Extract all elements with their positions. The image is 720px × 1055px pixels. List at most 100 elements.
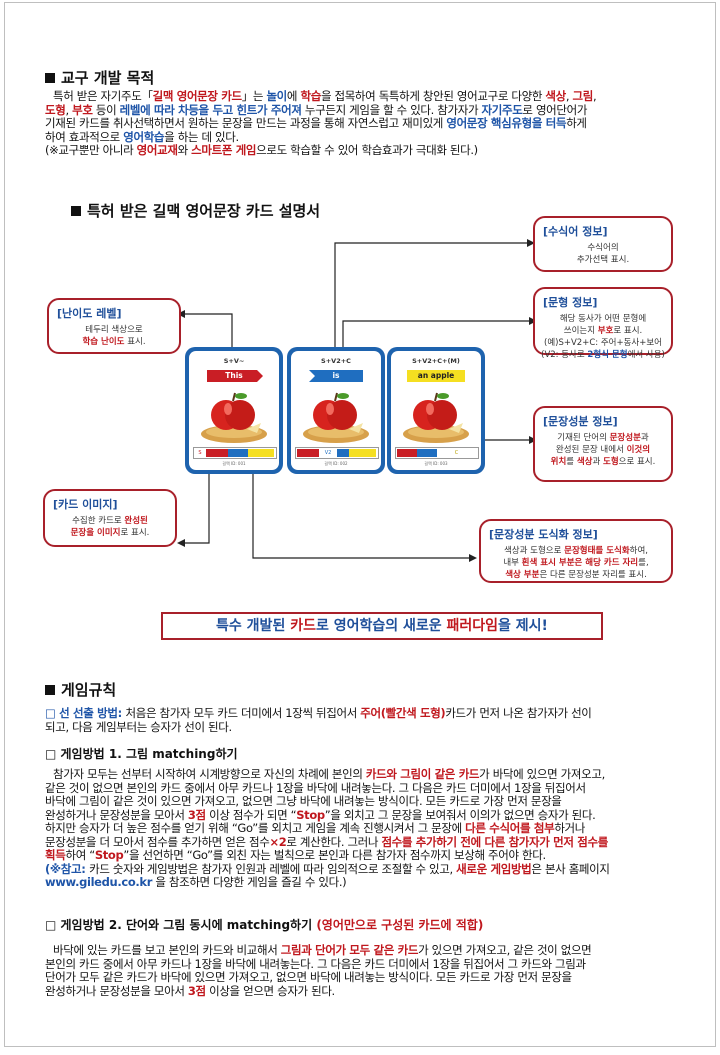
text-run: 3점	[187, 983, 206, 998]
text-run: 완성된 문장 내에서	[555, 445, 627, 455]
sentence-card-2: S+V2+C is V2 길맥 ID: 002	[287, 347, 385, 474]
card-component-diagram: V2	[295, 447, 379, 459]
text-run: 단어가 모두 같은 카드가 바닥에 있으면 가져오고, 없으면 바닥에 내려놓는…	[45, 970, 572, 984]
text-run: ,	[565, 89, 573, 103]
apple-icon	[303, 392, 369, 443]
text-line: (예)S+V2+C: 주어+동사+보어	[535, 337, 671, 349]
text-run: 을 하는 데 있다.	[164, 129, 239, 144]
text-run: Stop	[94, 848, 124, 862]
text-line: 색상과 도형으로 문장형태를 도식화하여,	[481, 545, 671, 557]
text-run: 에서 사용)	[627, 350, 665, 360]
text-run: 위치	[550, 457, 567, 467]
text-run: 가 있으면 가져오고, 같은 것이 없으면	[418, 943, 592, 957]
text-run: ”을 선언하면 “Go”를 외친 자는 벌칙으로 본인과 다른 참가자 점수까지…	[123, 848, 546, 862]
method1-title: □ 게임방법 1. 그림 matching하기	[45, 747, 238, 761]
section-title-purpose: 교구 개발 목적	[45, 67, 154, 88]
text-run: 은 다른 문장성분 자리를 표시.	[539, 570, 647, 580]
info-box-title: [문장성분 정보]	[543, 415, 618, 428]
text-run: (예)S+V2+C: 주어+동사+보어	[544, 338, 662, 348]
text-run: 로 계산한다. 그러나	[286, 834, 382, 849]
text-run: 영어문장 핵심유형을 터득	[446, 116, 567, 130]
apple-icon	[403, 392, 469, 443]
text-line: 완성하거나 문장성분을 모아서 3점 이상 점수가 되면 “Stop”을 외치고…	[45, 807, 693, 823]
text-run: 문장성분을 더 모아서 점수를 추가하면 얻은 점수	[45, 834, 270, 849]
text-run: (V2: 동사로	[541, 350, 588, 360]
text-run: 흰색 표시 부분은 해당 카드 자리	[521, 558, 639, 568]
text-run: 색상	[576, 457, 593, 467]
text-run: ×2	[269, 834, 287, 849]
card-word: This	[225, 371, 243, 380]
card-pattern-code: S+V2+C	[321, 357, 351, 365]
text-line: 위치를 색상과 도형으로 표시.	[535, 456, 671, 468]
text-run: 문장을 이미지	[70, 528, 121, 538]
card-id: 길맥 ID: 003	[424, 461, 448, 466]
method1-body: 참가자 모두는 선부터 시작하여 시계방향으로 자신의 차례에 본인의 카드와 …	[45, 767, 693, 890]
text-run: 길맥 영어문장 카드	[152, 89, 243, 103]
card-component-diagram: S	[193, 447, 277, 459]
text-line: (V2: 동사로 2형식 문형에서 사용)	[535, 349, 671, 361]
text-line: 바닥에 그림이 같은 것이 있으면 가져오고, 없으면 그냥 바닥에 내려놓는 …	[45, 794, 693, 809]
text-run: Stop	[296, 807, 325, 822]
info-box-diagram: [문장성분 도식화 정보]색상과 도형으로 문장형태를 도식화하여,내부 흰색 …	[479, 519, 673, 583]
text-run: 부호	[597, 326, 614, 336]
text-run: 색상 부분	[505, 570, 540, 580]
text-run: 가 바닥에 있으면 가져오고,	[479, 767, 605, 781]
text-run: 하여 효과적으로	[45, 129, 124, 144]
text-line: 학습 난이도 표시.	[49, 336, 179, 348]
card-word: is	[332, 371, 340, 380]
text-line: 같은 것이 없으면 본인의 카드 중에서 아무 카드나 1장을 바닥에 내려놓는…	[45, 781, 693, 796]
paradigm-banner: 특수 개발된 카드로 영어학습의 새로운 패러다임을 제시!	[161, 612, 603, 640]
text-run: 기재된 카드를 취사선택하면서 원하는 문장을 만드는 과정을 통해 자연스럽고…	[45, 116, 447, 130]
card-word-banner-shape	[309, 370, 363, 382]
text-run: 2형식 문형	[587, 350, 628, 360]
method2-body: 바닥에 있는 카드를 보고 본인의 카드와 비교해서 그림과 단어가 모두 같은…	[45, 943, 693, 998]
text-run: 로 영어단어가	[522, 102, 588, 117]
sentence-card-3: S+V2+C+(M) an apple C 길맥 ID: 003	[387, 347, 485, 474]
text-run: 점수를 추가하기 전에 다른 참가자가 먼저 점수를	[381, 834, 608, 849]
text-run: 」는	[241, 89, 267, 103]
text-run: (※참고:	[45, 861, 90, 876]
text-run: 로 표시.	[613, 326, 643, 336]
text-run: 카드 숫자와 게임방법은 참가자 인원과 레벨에 따라 임의적으로 조절할 수 …	[89, 861, 457, 876]
text-run: 학습	[300, 89, 321, 103]
card-component-diagram: C	[395, 447, 479, 459]
text-run: 으로도 학습할 수 있어 학습효과가 극대화 된다.)	[256, 143, 478, 157]
card-word-banner-shape	[407, 370, 465, 382]
text-run: 완성하거나 문장성분을 모아서	[45, 807, 188, 822]
text-line: 하지만 승자가 더 높은 점수를 얻기 위해 “Go”를 외치고 게임을 계속 …	[45, 821, 693, 836]
text-run: 바닥에 그림이 같은 것이 있으면 가져오고, 없으면 그냥 바닥에 내려놓는 …	[45, 794, 562, 808]
text-run: 을 제시!	[498, 618, 548, 634]
text-run: 테두리 색상으로	[85, 325, 143, 335]
text-run: www.giledu.co.kr	[45, 875, 153, 889]
text-run: 놀이	[266, 89, 287, 103]
text-run: 카드	[290, 618, 316, 634]
card-word-banner-shape	[207, 370, 263, 382]
text-run: 바닥에 있는 카드를 보고 본인의 카드와 비교해서	[53, 943, 281, 957]
text-run: 영어교재	[136, 143, 178, 157]
text-line: 문장성분을 더 모아서 점수를 추가하면 얻은 점수×2로 계산한다. 그러나 …	[45, 834, 693, 850]
text-run: 참가자 모두는 선부터 시작하여 시계방향으로 자신의 차례에 본인의	[53, 767, 366, 781]
section-title-manual: 특허 받은 길맥 영어문장 카드 설명서	[71, 200, 320, 221]
text-run: 그림과 단어가 모두 같은 카드	[280, 943, 419, 957]
card-pattern-code: S+V~	[223, 357, 245, 365]
text-run: 등이	[92, 102, 120, 117]
text-run: □ 선 선출 방법:	[45, 706, 126, 720]
text-line: 기재된 카드를 취사선택하면서 원하는 문장을 만드는 과정을 통해 자연스럽고…	[45, 116, 685, 131]
text-run: 로 영어학습의 새로운	[315, 618, 447, 634]
text-line: 추가선택 표시.	[535, 254, 671, 266]
text-line: www.giledu.co.kr 을 참조하면 다양한 게임을 즐길 수 있다.…	[45, 875, 693, 890]
text-run: 수식어의	[587, 243, 619, 253]
text-run: 해당 동사가 어떤 문형에	[559, 314, 647, 324]
info-box-title: [난이도 레벨]	[57, 307, 122, 320]
text-run: 하여,	[629, 546, 649, 556]
text-run: 문장형태를 도식화	[564, 546, 630, 556]
text-line: 완성된 문장 내에서 이것의	[535, 444, 671, 456]
section-title-game-rules: 게임규칙	[45, 679, 116, 700]
text-line: 특허 받은 자기주도「길맥 영어문장 카드」는 놀이에 학습을 접목하여 독특하…	[45, 89, 685, 104]
text-line: 내부 흰색 표시 부분은 해당 카드 자리를,	[481, 557, 671, 569]
text-run: 3점	[187, 807, 206, 822]
text-run: 도형	[45, 102, 66, 117]
